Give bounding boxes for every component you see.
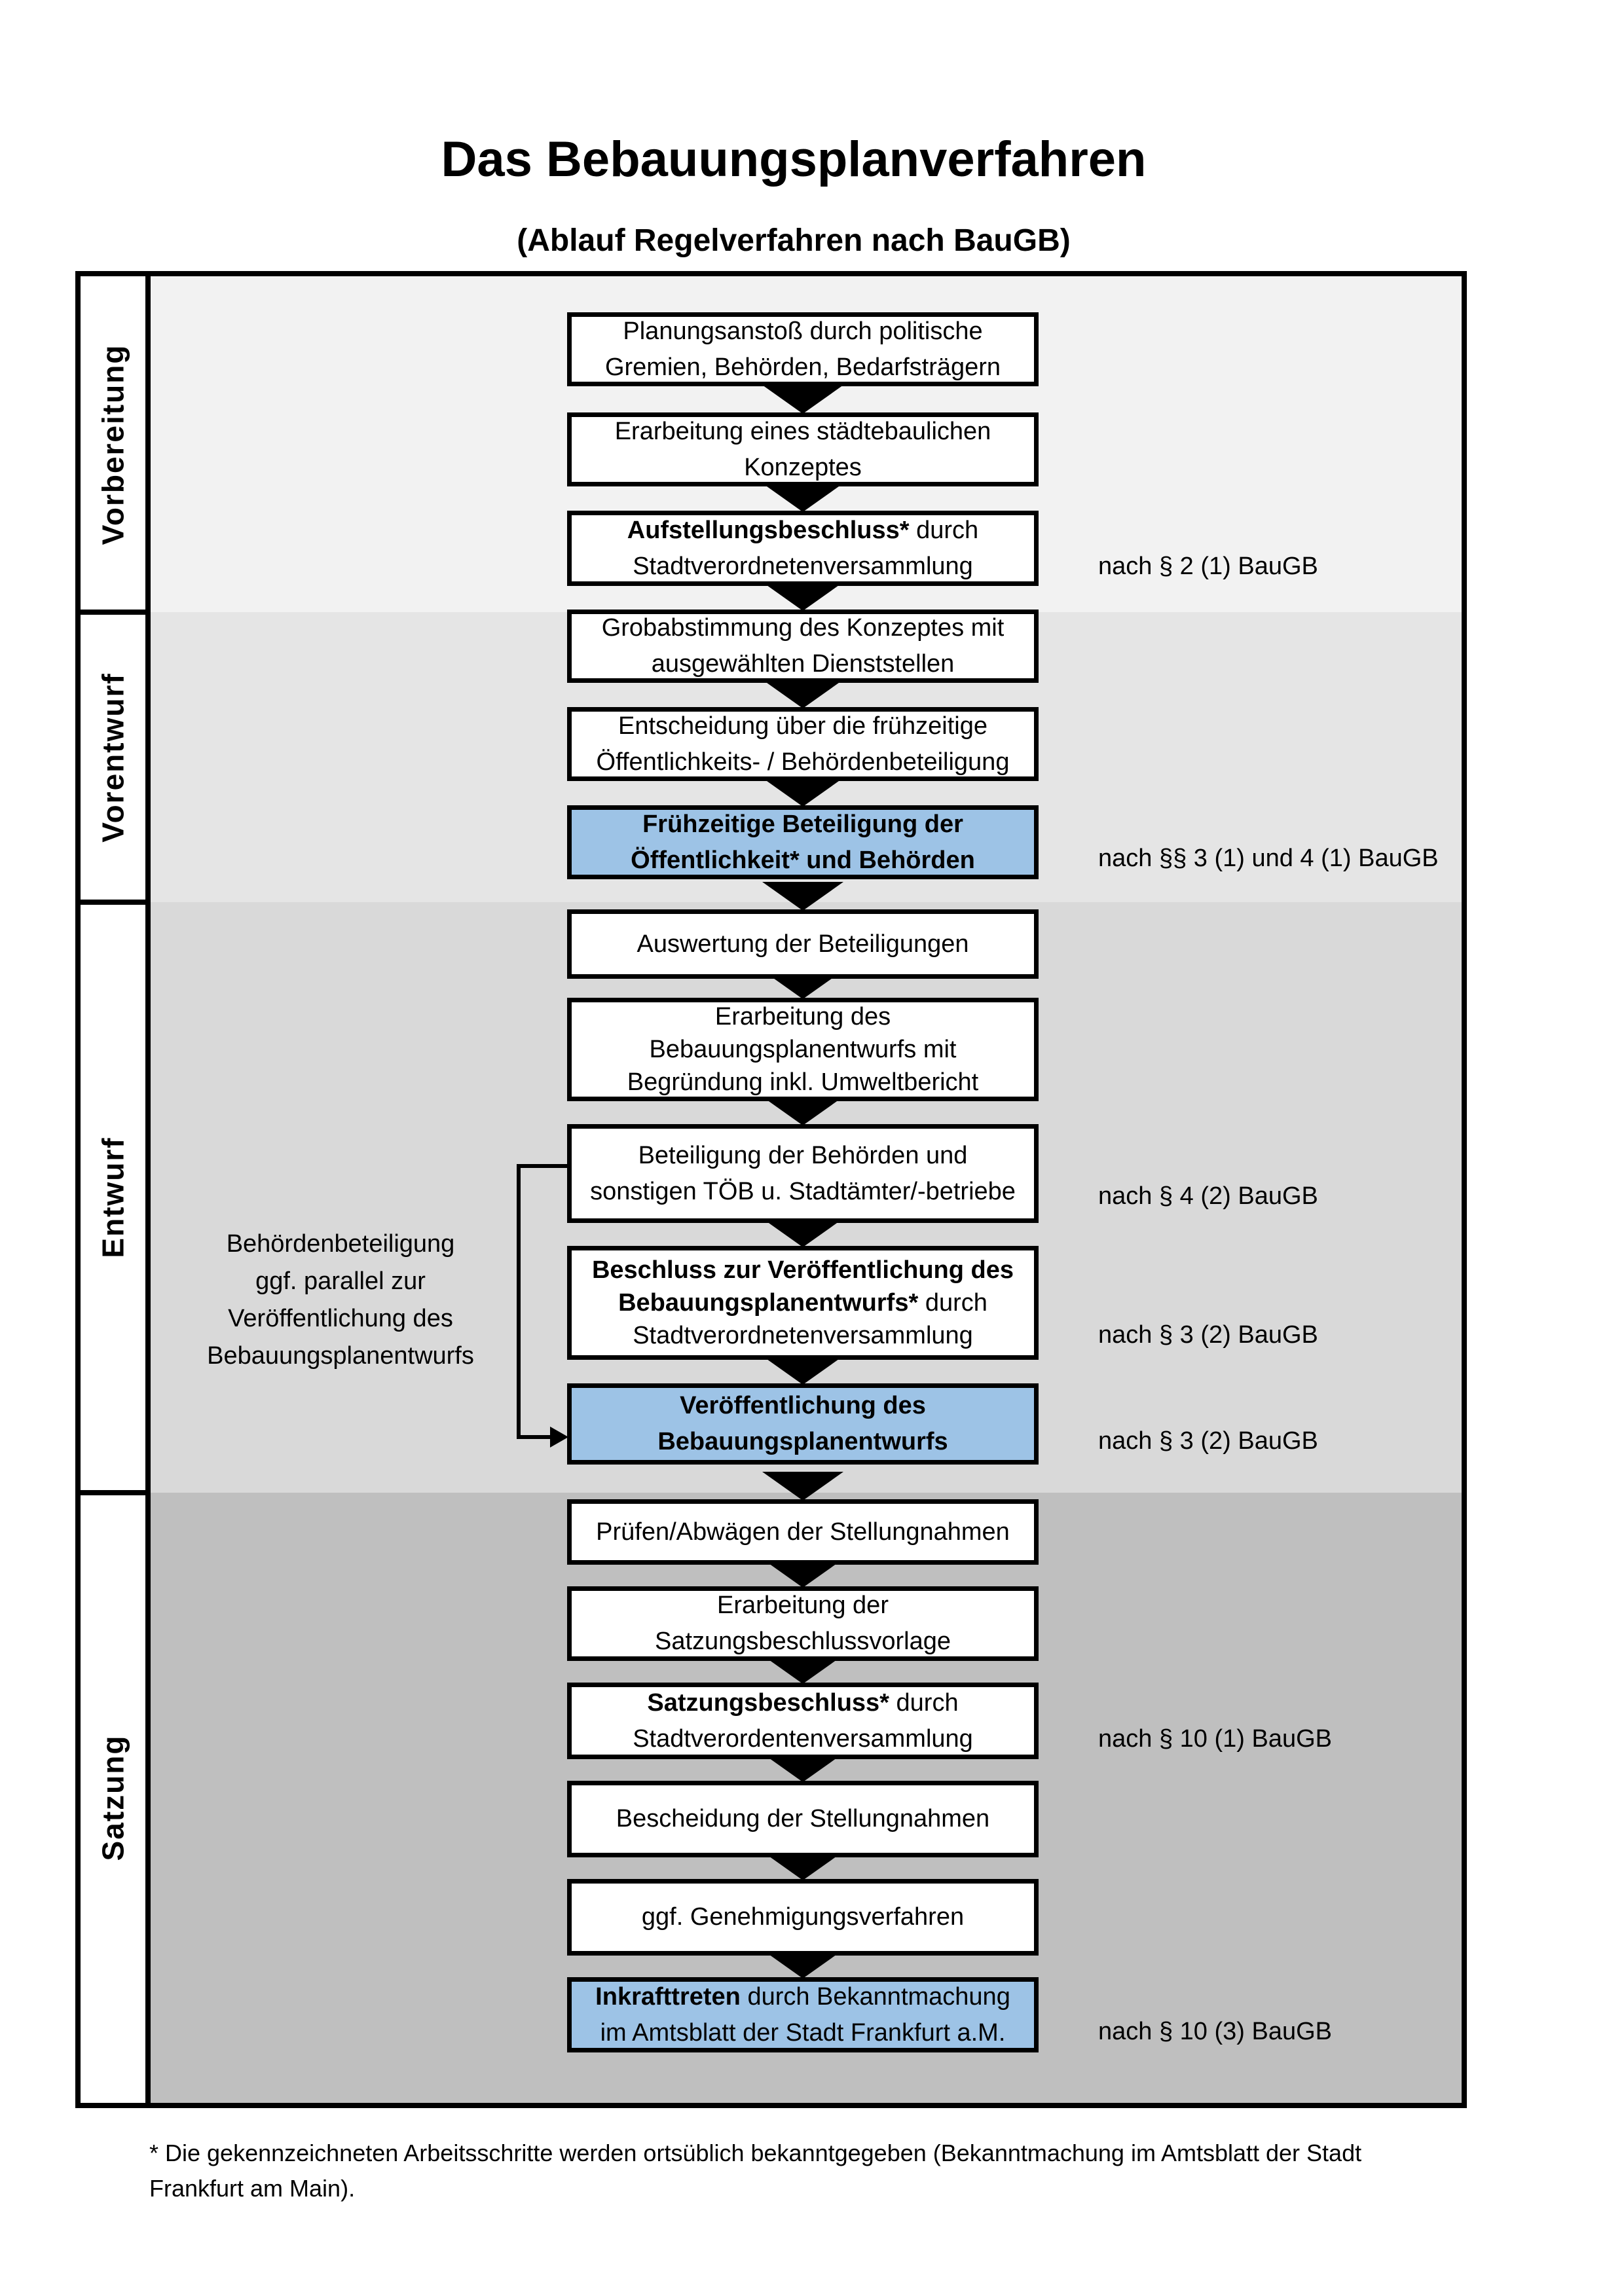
box-text: im Amtsblatt der Stadt Frankfurt a.M. [600, 2018, 1006, 2047]
arrow-down-icon [762, 882, 843, 911]
box-text: Auswertung der Beteiligungen [637, 930, 969, 958]
legal-note-beschluss-veroeffentlichung: nach § 3 (2) BauGB [1098, 1321, 1318, 1349]
box-text: Prüfen/Abwägen der Stellungnahmen [596, 1518, 1010, 1546]
phase-label-text: Satzung [96, 1734, 130, 1861]
box-text: Bebauungsplanentwurfs* durch [618, 1289, 987, 1317]
footnote-line: * Die gekennzeichneten Arbeitsschritte w… [149, 2140, 1362, 2166]
flow-box-bescheidung-stellungnahmen: Bescheidung der Stellungnahmen [567, 1781, 1039, 1857]
box-text: Erarbeitung der [717, 1592, 889, 1619]
legal-note-inkrafttreten: nach § 10 (3) BauGB [1098, 2018, 1332, 2045]
box-text: Öffentlichkeits- / Behördenbeteiligung [596, 748, 1010, 776]
box-text: Stadtverordentenversammlung [633, 1724, 973, 1753]
box-text: Begründung inkl. Umweltbericht [627, 1068, 979, 1096]
box-text: Frühzeitige Beteiligung der [642, 810, 963, 838]
elbow-connector-vertical [517, 1164, 521, 1439]
side-note-line: ggf. parallel zur [255, 1267, 426, 1295]
box-text: Satzungsbeschlussvorlage [654, 1628, 951, 1655]
arrow-down-icon [762, 1097, 843, 1125]
arrow-down-icon [762, 778, 843, 807]
box-text: Beteiligung der Behörden und [638, 1141, 968, 1169]
flow-box-inkrafttreten: Inkrafttreten durch Bekanntmachung im Am… [567, 1977, 1039, 2052]
phase-label-vorentwurf: Vorentwurf [81, 612, 145, 902]
flow-box-erarbeitung-bebauungsplanentwurf: Erarbeitung des Bebauungsplanentwurfs mi… [567, 998, 1039, 1101]
flow-box-aufstellungsbeschluss: Aufstellungsbeschluss* durch Stadtverord… [567, 511, 1039, 586]
phase-label-text: Entwurf [96, 1137, 130, 1258]
box-text: Aufstellungsbeschluss* durch [627, 516, 979, 544]
box-text: Veröffentlichung des [680, 1392, 926, 1419]
flow-box-staedtebauliches-konzept: Erarbeitung eines städtebaulichen Konzep… [567, 412, 1039, 486]
flow-box-beschluss-veroeffentlichung: Beschluss zur Veröffentlichung des Bebau… [567, 1246, 1039, 1360]
rail-section-divider [75, 900, 151, 905]
flow-box-genehmigungsverfahren: ggf. Genehmigungsverfahren [567, 1879, 1039, 1956]
legal-note-aufstellungsbeschluss: nach § 2 (1) BauGB [1098, 553, 1318, 580]
side-note-line: Bebauungsplanentwurfs [207, 1342, 474, 1370]
elbow-connector-bottom [517, 1435, 555, 1439]
legal-note-veroeffentlichung: nach § 3 (2) BauGB [1098, 1427, 1318, 1455]
box-text: Inkrafttreten durch Bekanntmachung [595, 1982, 1010, 2011]
legal-note-behoerdenbeteiligung: nach § 4 (2) BauGB [1098, 1182, 1318, 1210]
footnote: * Die gekennzeichneten Arbeitsschritte w… [149, 2136, 1544, 2206]
arrow-down-icon [762, 1356, 843, 1385]
box-text: Entscheidung über die frühzeitige [618, 712, 988, 740]
flow-box-satzungsbeschlussvorlage: Erarbeitung der Satzungsbeschlussvorlage [567, 1586, 1039, 1661]
flow-box-satzungsbeschluss: Satzungsbeschluss* durch Stadtverordente… [567, 1683, 1039, 1759]
arrow-down-icon [762, 483, 843, 512]
rail-section-divider [75, 1490, 151, 1495]
flow-box-veroeffentlichung-entwurf: Veröffentlichung des Bebauungsplanentwur… [567, 1383, 1039, 1465]
rail-divider-line [145, 271, 151, 2108]
phase-label-text: Vorentwurf [96, 672, 130, 843]
box-text: Konzeptes [744, 453, 862, 481]
elbow-connector-top [517, 1164, 567, 1168]
box-text: Grobabstimmung des Konzeptes mit [601, 614, 1005, 642]
side-note-line: Behördenbeteiligung [226, 1230, 455, 1258]
flow-box-behoerdenbeteiligung-toeb: Beteiligung der Behörden und sonstigen T… [567, 1124, 1039, 1223]
arrow-down-icon [762, 1218, 843, 1247]
box-text: Erarbeitung des [714, 1003, 891, 1030]
flow-box-grobabstimmung: Grobabstimmung des Konzeptes mit ausgewä… [567, 610, 1039, 683]
page-subtitle: (Ablauf Regelverfahren nach BauGB) [517, 223, 1071, 258]
flow-box-planungsanstoss: Planungsanstoß durch politische Gremien,… [567, 312, 1039, 386]
phase-label-vorbereitung: Vorbereitung [81, 276, 145, 612]
box-text: sonstigen TÖB u. Stadtämter/-betriebe [590, 1177, 1016, 1205]
side-note-parallel-beteiligung: Behördenbeteiligung ggf. parallel zur Ve… [151, 1226, 530, 1375]
legal-note-satzungsbeschluss: nach § 10 (1) BauGB [1098, 1725, 1332, 1753]
phase-label-entwurf: Entwurf [81, 902, 145, 1493]
box-text: Planungsanstoß durch politische [623, 317, 983, 345]
box-text: Öffentlichkeit* und Behörden [631, 846, 975, 874]
side-note-line: Veröffentlichung des [228, 1305, 453, 1332]
box-text: Erarbeitung eines städtebaulichen [614, 417, 991, 445]
box-text: Bebauungsplanentwurfs [657, 1428, 948, 1455]
flow-box-pruefen-abwaegen: Prüfen/Abwägen der Stellungnahmen [567, 1499, 1039, 1565]
box-text: Beschluss zur Veröffentlichung des [591, 1256, 1014, 1284]
arrow-down-icon [762, 385, 843, 414]
page-title: Das Bebauungsplanverfahren [441, 132, 1147, 187]
box-text: Bebauungsplanentwurfs mit [649, 1036, 957, 1063]
box-text: Stadtverordnetenversammlung [633, 552, 973, 580]
box-text: ggf. Genehmigungsverfahren [641, 1903, 965, 1931]
legal-note-fruehzeitige-beteiligung: nach §§ 3 (1) und 4 (1) BauGB [1098, 845, 1439, 872]
arrow-down-icon [762, 582, 843, 611]
arrow-right-icon [550, 1427, 568, 1448]
rail-section-divider [75, 610, 151, 615]
phase-label-satzung: Satzung [81, 1493, 145, 2103]
footnote-line: Frankfurt am Main). [149, 2175, 356, 2202]
flow-box-fruehzeitige-beteiligung: Frühzeitige Beteiligung der Öffentlichke… [567, 805, 1039, 879]
box-text: Satzungsbeschluss* durch [647, 1688, 959, 1717]
flow-box-entscheidung-fruehzeitige-beteiligung: Entscheidung über die frühzeitige Öffent… [567, 707, 1039, 781]
arrow-down-icon [762, 1472, 843, 1501]
box-text: Bescheidung der Stellungnahmen [616, 1805, 990, 1832]
box-text: Stadtverordnetenversammlung [633, 1322, 973, 1349]
phase-label-text: Vorbereitung [96, 344, 130, 545]
flow-box-auswertung-beteiligungen: Auswertung der Beteiligungen [567, 909, 1039, 979]
box-text: ausgewählten Dienststellen [651, 650, 955, 678]
arrow-down-icon [762, 680, 843, 708]
box-text: Gremien, Behörden, Bedarfsträgern [604, 353, 1001, 381]
